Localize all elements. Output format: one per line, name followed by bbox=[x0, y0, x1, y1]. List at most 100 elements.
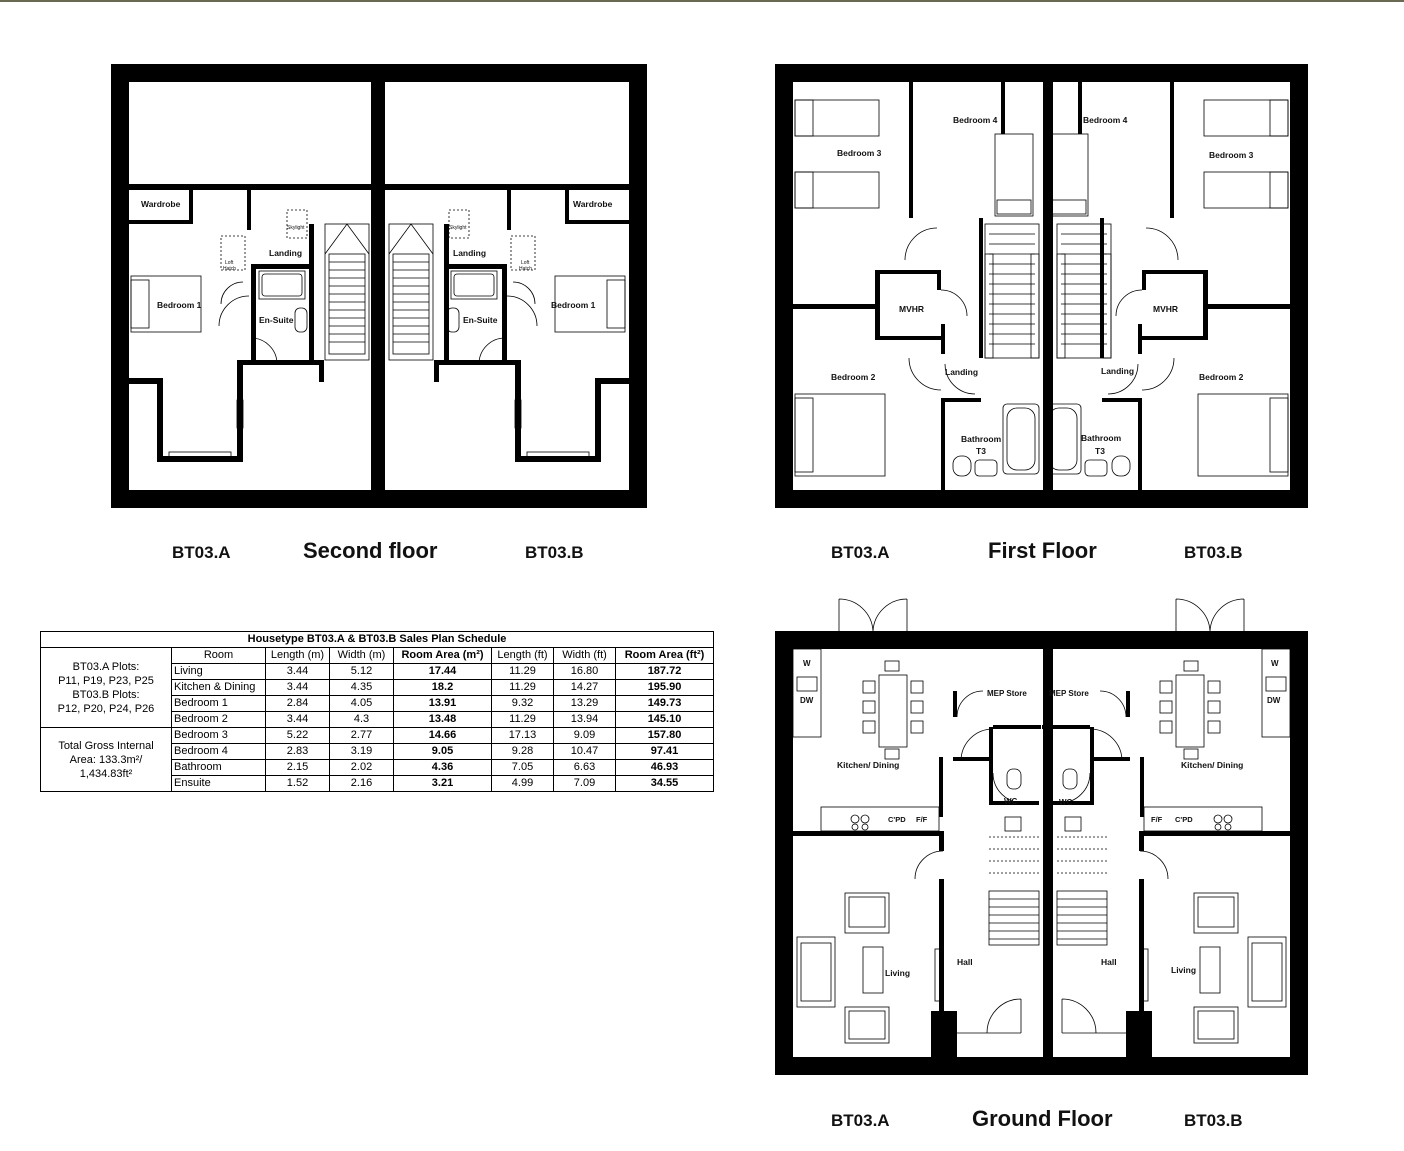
length-m-cell: 5.22 bbox=[265, 727, 330, 744]
area-ft2-cell: 97.41 bbox=[614, 743, 715, 760]
table-row: Bathroom 2.15 2.02 4.36 7.05 6.63 46.93 bbox=[41, 759, 715, 776]
kitchen-label-a: Kitchen/ Dining bbox=[837, 760, 899, 770]
width-ft-cell: 13.29 bbox=[553, 695, 616, 712]
length-ft-cell: 11.29 bbox=[491, 711, 554, 728]
length-ft-cell: 7.05 bbox=[491, 759, 554, 776]
bedroom1-label-b: Bedroom 1 bbox=[551, 300, 596, 310]
cupboard-label-b: C'PD bbox=[1175, 815, 1193, 824]
length-m-cell: 3.44 bbox=[265, 711, 330, 728]
length-m-cell: 2.84 bbox=[265, 695, 330, 712]
area-m2-cell: 18.2 bbox=[393, 679, 492, 696]
area-m2-cell: 4.36 bbox=[393, 759, 492, 776]
area-ft2-cell: 195.90 bbox=[614, 679, 715, 696]
plots-b-list: P12, P20, P24, P26 bbox=[57, 702, 155, 715]
plots-cell: BT03.A Plots: P11, P19, P23, P25 BT03.B … bbox=[40, 647, 172, 728]
room-cell: Bedroom 3 bbox=[171, 727, 266, 744]
width-ft-cell: 10.47 bbox=[553, 743, 616, 760]
t3-label-b: T3 bbox=[1095, 446, 1105, 456]
fridge-freezer-label-a: F/F bbox=[916, 815, 928, 824]
loft-label-a: Loft bbox=[225, 260, 234, 266]
ground-floor-code-a: BT03.A bbox=[831, 1111, 890, 1130]
bedroom4-label-a: Bedroom 4 bbox=[953, 115, 998, 125]
wardrobe-label-a: Wardrobe bbox=[141, 199, 181, 209]
area-ft2-cell: 187.72 bbox=[614, 663, 715, 680]
length-ft-cell: 11.29 bbox=[491, 679, 554, 696]
width-m-cell: 2.16 bbox=[329, 775, 394, 792]
bedroom3-label-b: Bedroom 3 bbox=[1209, 150, 1254, 160]
width-ft-cell: 16.80 bbox=[553, 663, 616, 680]
width-m-cell: 5.12 bbox=[329, 663, 394, 680]
width-m-cell: 2.02 bbox=[329, 759, 394, 776]
first-floor-code-a: BT03.A bbox=[831, 543, 890, 562]
bedroom3-label-a: Bedroom 3 bbox=[837, 148, 882, 158]
dishwasher-label-b: DW bbox=[1267, 696, 1281, 705]
width-m-cell: 4.3 bbox=[329, 711, 394, 728]
mep-store-label-b: MEP Store bbox=[1049, 689, 1089, 698]
area-m2-cell: 3.21 bbox=[393, 775, 492, 792]
header-length-m: Length (m) bbox=[265, 647, 330, 664]
plots-a-list: P11, P19, P23, P25 bbox=[58, 674, 154, 687]
ground-floor-title: Ground Floor bbox=[972, 1106, 1113, 1131]
area-ft2-cell: 46.93 bbox=[614, 759, 715, 776]
wc-label-b: WC bbox=[1059, 798, 1073, 807]
table-row: Living 3.44 5.12 17.44 11.29 16.80 187.7… bbox=[41, 663, 715, 680]
length-m-cell: 1.52 bbox=[265, 775, 330, 792]
bedroom1-label-a: Bedroom 1 bbox=[157, 300, 202, 310]
header-width-m: Width (m) bbox=[329, 647, 394, 664]
ensuite-label-a: En-Suite bbox=[259, 315, 294, 325]
length-m-cell: 3.44 bbox=[265, 679, 330, 696]
room-cell: Bedroom 1 bbox=[171, 695, 266, 712]
area-ft2-cell: 145.10 bbox=[614, 711, 715, 728]
washer-label-b: W bbox=[1271, 659, 1279, 668]
header-rule bbox=[0, 0, 1404, 2]
area-ft2-cell: 149.73 bbox=[614, 695, 715, 712]
area-m2-cell: 17.44 bbox=[393, 663, 492, 680]
sales-plan-schedule: Housetype BT03.A & BT03.B Sales Plan Sch… bbox=[39, 631, 715, 792]
room-cell: Bedroom 4 bbox=[171, 743, 266, 760]
area-ft2-cell: 157.80 bbox=[614, 727, 715, 744]
second-floor-plan: Wardrobe Wardrobe Landing Landing Skylig… bbox=[111, 64, 647, 508]
length-ft-cell: 9.32 bbox=[491, 695, 554, 712]
length-ft-cell: 9.28 bbox=[491, 743, 554, 760]
width-ft-cell: 9.09 bbox=[553, 727, 616, 744]
living-label-a: Living bbox=[885, 968, 910, 978]
bedroom4-label-b: Bedroom 4 bbox=[1083, 115, 1128, 125]
first-floor-plan: Bedroom 3 Bedroom 3 Bedroom 4 Bedroom 4 … bbox=[775, 64, 1308, 508]
ground-floor-plan: W W DW DW Kitchen/ Dining Kitchen/ Dinin… bbox=[775, 597, 1308, 1077]
length-m-cell: 2.83 bbox=[265, 743, 330, 760]
gia-line-3: 1,434.83ft² bbox=[79, 767, 133, 780]
wardrobe-label-b: Wardrobe bbox=[573, 199, 613, 209]
bedroom2-label-a: Bedroom 2 bbox=[831, 372, 876, 382]
bathroom-label-a: Bathroom bbox=[961, 434, 1002, 444]
living-label-b: Living bbox=[1171, 965, 1196, 975]
plots-b-label: BT03.B Plots: bbox=[72, 688, 140, 701]
wc-label-a: WC bbox=[1004, 797, 1018, 806]
loft-label-b: Loft bbox=[521, 260, 530, 266]
kitchen-label-b: Kitchen/ Dining bbox=[1181, 760, 1243, 770]
width-ft-cell: 7.09 bbox=[553, 775, 616, 792]
length-ft-cell: 17.13 bbox=[491, 727, 554, 744]
header-width-ft: Width (ft) bbox=[553, 647, 616, 664]
area-m2-cell: 14.66 bbox=[393, 727, 492, 744]
width-m-cell: 2.77 bbox=[329, 727, 394, 744]
length-ft-cell: 11.29 bbox=[491, 663, 554, 680]
length-ft-cell: 4.99 bbox=[491, 775, 554, 792]
mvhr-label-b: MVHR bbox=[1153, 304, 1178, 314]
first-floor-title: First Floor bbox=[988, 538, 1097, 563]
table-row: Ensuite 1.52 2.16 3.21 4.99 7.09 34.55 bbox=[41, 775, 715, 792]
hatch-label-b: Hatch bbox=[519, 266, 532, 272]
t3-label-a: T3 bbox=[976, 446, 986, 456]
first-floor-code-b: BT03.B bbox=[1184, 543, 1243, 562]
header-length-ft: Length (ft) bbox=[491, 647, 554, 664]
area-m2-cell: 9.05 bbox=[393, 743, 492, 760]
width-m-cell: 4.05 bbox=[329, 695, 394, 712]
landing-label-a1: Landing bbox=[945, 367, 978, 377]
width-ft-cell: 14.27 bbox=[553, 679, 616, 696]
second-floor-code-a: BT03.A bbox=[172, 543, 231, 562]
gia-line-2: Area: 133.3m²/ bbox=[69, 753, 143, 766]
area-m2-cell: 13.91 bbox=[393, 695, 492, 712]
hall-label-a: Hall bbox=[957, 957, 973, 967]
header-room: Room bbox=[171, 647, 266, 664]
header-area-m2: Room Area (m²) bbox=[393, 647, 492, 664]
cupboard-label-a: C'PD bbox=[888, 815, 906, 824]
